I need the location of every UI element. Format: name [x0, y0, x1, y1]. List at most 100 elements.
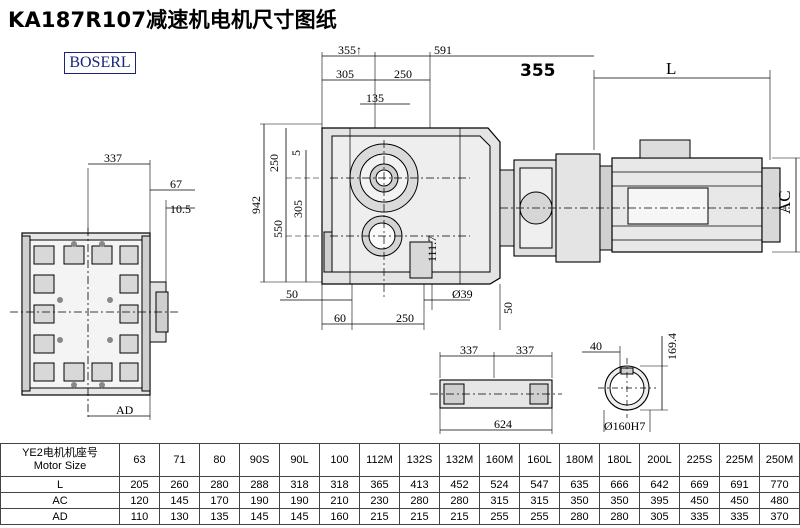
value-cell: 524	[479, 476, 520, 493]
motor-size-cell: 112M	[359, 443, 400, 477]
value-cell: 365	[359, 476, 400, 493]
row-label-cell: AD	[0, 508, 120, 525]
value-cell: 370	[759, 508, 800, 525]
shaft-view	[430, 352, 562, 434]
motor-size-cell: 160M	[479, 443, 520, 477]
value-cell: 230	[359, 492, 400, 509]
value-cell: 255	[519, 508, 560, 525]
value-cell: 350	[559, 492, 600, 509]
value-cell: 215	[439, 508, 480, 525]
value-cell: 350	[599, 492, 640, 509]
value-cell: 210	[319, 492, 360, 509]
value-cell: 335	[679, 508, 720, 525]
value-cell: 318	[319, 476, 360, 493]
dim-5-vert: 5	[289, 150, 303, 156]
dim-ac-label: AC	[775, 190, 794, 214]
dim-l-label: L	[666, 59, 676, 78]
value-cell: 315	[519, 492, 560, 509]
motor-size-cell: 100	[319, 443, 360, 477]
dim-250-vert: 250	[267, 154, 281, 172]
dim-337-shaft-b: 337	[516, 343, 534, 357]
dim-250-bottom: 250	[396, 311, 414, 325]
value-cell: 280	[399, 492, 440, 509]
value-cell: 335	[719, 508, 760, 525]
row-label-cell: L	[0, 476, 120, 493]
dim-ad-label: AD	[116, 403, 134, 417]
value-cell: 666	[599, 476, 640, 493]
value-cell: 160	[319, 508, 360, 525]
dim-50-vert: 50	[501, 302, 515, 314]
value-cell: 170	[199, 492, 240, 509]
value-cell: 452	[439, 476, 480, 493]
row-label-cell: AC	[0, 492, 120, 509]
dim-355-top: 355↑	[338, 43, 362, 57]
technical-drawing: 337 67 10.5 AD 355↑ 591 305 250 135 355 …	[10, 43, 800, 434]
value-cell: 280	[199, 476, 240, 493]
side-view	[10, 160, 195, 420]
value-cell: 280	[439, 492, 480, 509]
value-cell: 691	[719, 476, 760, 493]
motor-size-cell: 180M	[559, 443, 600, 477]
value-cell: 260	[159, 476, 200, 493]
value-cell: 305	[639, 508, 680, 525]
dim-337-side: 337	[104, 151, 122, 165]
motor-size-cell: 180L	[599, 443, 640, 477]
dim-111-7-vert: 111.7	[425, 236, 439, 262]
dim-942-vert: 942	[249, 196, 263, 214]
dim-135: 135	[366, 91, 384, 105]
dim-60: 60	[334, 311, 346, 325]
dim-550-vert: 550	[271, 220, 285, 238]
value-cell: 190	[279, 492, 320, 509]
page-title: KA187R107减速机电机尺寸图纸	[8, 8, 337, 32]
value-cell: 669	[679, 476, 720, 493]
brand-logo: BOSERL	[64, 52, 136, 74]
dim-305-top: 305	[336, 67, 354, 81]
dim-160h7: Ø160H7	[604, 419, 645, 433]
value-cell: 318	[279, 476, 320, 493]
value-cell: 288	[239, 476, 280, 493]
dim-39-bore: Ø39	[452, 287, 473, 301]
front-view	[260, 52, 800, 330]
value-cell: 450	[679, 492, 720, 509]
motor-size-cell: 90S	[239, 443, 280, 477]
dim-591: 591	[434, 43, 452, 57]
value-cell: 205	[119, 476, 160, 493]
value-cell: 480	[759, 492, 800, 509]
motor-size-cell: 71	[159, 443, 200, 477]
value-cell: 215	[359, 508, 400, 525]
motor-size-cell: 160L	[519, 443, 560, 477]
value-cell: 145	[239, 508, 280, 525]
dim-250-top: 250	[394, 67, 412, 81]
value-cell: 450	[719, 492, 760, 509]
value-cell: 395	[639, 492, 680, 509]
dim-40: 40	[590, 339, 602, 353]
value-cell: 413	[399, 476, 440, 493]
motor-size-cell: 132M	[439, 443, 480, 477]
header-label-en: Motor Size	[33, 460, 87, 472]
motor-size-cell: 225M	[719, 443, 760, 477]
header-label-cn: YE2电机机座号	[22, 447, 98, 459]
bore-view	[582, 336, 668, 432]
motor-size-cell: 250M	[759, 443, 800, 477]
value-cell: 255	[479, 508, 520, 525]
value-cell: 635	[559, 476, 600, 493]
dim-624: 624	[494, 417, 512, 431]
dim-169-4-vert: 169.4	[665, 333, 679, 360]
motor-size-cell: 80	[199, 443, 240, 477]
motor-size-cell: 132S	[399, 443, 440, 477]
value-cell: 145	[159, 492, 200, 509]
motor-size-cell: 225S	[679, 443, 720, 477]
dim-355-large: 355	[520, 61, 556, 81]
value-cell: 547	[519, 476, 560, 493]
value-cell: 215	[399, 508, 440, 525]
value-cell: 280	[599, 508, 640, 525]
value-cell: 190	[239, 492, 280, 509]
dim-337-shaft-a: 337	[460, 343, 478, 357]
dim-10-5: 10.5	[170, 202, 191, 216]
dim-67: 67	[170, 177, 182, 191]
